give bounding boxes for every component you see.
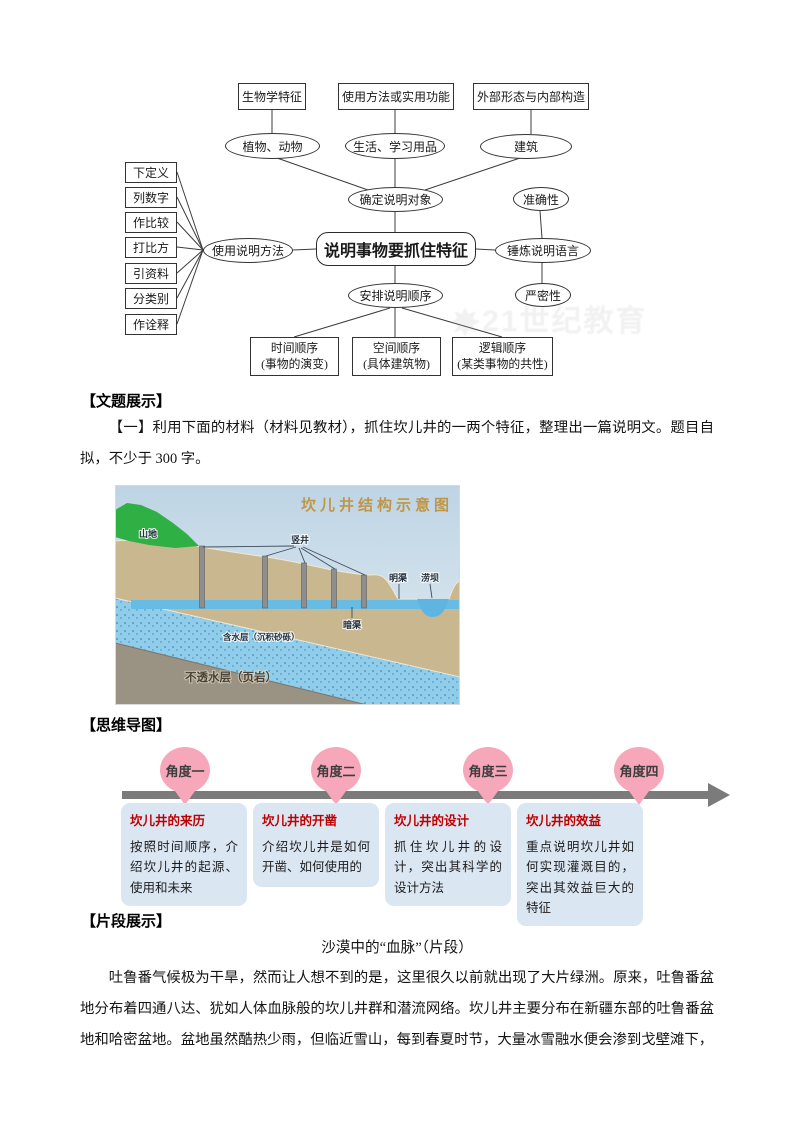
node-form-structure: 外部形态与内部构造	[473, 83, 589, 110]
node-plants-animals: 植物、动物	[225, 133, 320, 159]
node-arrange-order: 安排说明顺序	[348, 283, 443, 308]
karez-label-wells: 竖井	[291, 534, 309, 545]
karez-mountain	[115, 503, 199, 548]
pin-angle-4: 角度四	[614, 747, 664, 793]
karez-label-reservoir: 涝坝	[421, 572, 439, 583]
space-order-line1: 空间顺序	[372, 341, 421, 356]
karez-label-mountain: 山地	[139, 528, 157, 539]
karez-wells	[199, 545, 367, 609]
node-use-methods: 使用说明方法	[203, 238, 293, 263]
card-origin: 坎儿井的来历 按照时间顺序，介绍坎儿井的起源、使用和未来	[121, 803, 247, 906]
node-method-metaphor: 打比方	[125, 237, 177, 258]
concept-map-figure: ✸21世纪教育 生物学特征 使用方法或实用功能 外部形态与内部构造 植物、动物 …	[110, 70, 655, 385]
time-order-line2: (事物的演变)	[261, 356, 328, 371]
watermark-text: 21世纪教育	[482, 305, 648, 338]
card-origin-body: 按照时间顺序，介绍坎儿井的起源、使用和未来	[130, 840, 238, 895]
card-design-body: 抓住坎儿井的设计，突出其科学的设计方法	[394, 840, 502, 895]
time-order-line1: 时间顺序	[270, 341, 319, 356]
node-method-compare: 作比较	[125, 212, 177, 233]
card-benefit-body: 重点说明坎儿井如何实现灌溉目的，突出其效益巨大的特征	[526, 840, 634, 915]
fragment-title: 沙漠中的“血脉”（片段）	[321, 940, 473, 956]
timeline-bar	[122, 791, 710, 799]
card-benefit: 坎儿井的效益 重点说明坎儿井如何实现灌溉目的，突出其效益巨大的特征	[517, 803, 643, 926]
prompt-paragraph: 【一】利用下面的材料（材料见教材），抓住坎儿井的一两个特征，整理出一篇说明文。题…	[80, 420, 714, 467]
node-method-classify: 分类别	[125, 288, 177, 309]
node-buildings: 建筑	[480, 134, 572, 159]
card-benefit-title: 坎儿井的效益	[526, 814, 602, 828]
karez-impermeable-layer	[115, 642, 368, 705]
card-digging: 坎儿井的开凿 介绍坎儿井是如何开凿、如何使用的	[253, 803, 379, 887]
karez-figure-border	[115, 485, 460, 705]
karez-channel	[131, 600, 460, 609]
concept-map-connectors	[176, 110, 543, 338]
node-method-define: 下定义	[125, 162, 177, 183]
node-space-order: 空间顺序 (具体建筑物)	[352, 337, 441, 376]
pin-angle-1: 角度一	[160, 747, 210, 793]
node-logic-order: 逻辑顺序 (某类事物的共性)	[452, 337, 553, 376]
karez-label-impermeable: 不透水层（页岩）	[185, 670, 277, 684]
pin-angle-2: 角度二	[311, 747, 361, 793]
node-determine-object: 确定说明对象	[348, 187, 443, 212]
site-watermark: ✸21世纪教育	[450, 296, 660, 344]
card-design: 坎儿井的设计 抓住坎儿井的设计，突出其科学的设计方法	[385, 803, 511, 906]
pin-angle-3: 角度三	[463, 747, 513, 793]
karez-figure-title: 坎儿井结构示意图	[301, 496, 453, 514]
space-order-line2: (具体建筑物)	[363, 356, 430, 371]
timeline-arrowhead-icon	[708, 783, 730, 807]
node-usage-function: 使用方法或实用功能	[338, 83, 454, 110]
node-method-numbers: 列数字	[125, 187, 177, 208]
prompt-section-header: 【文题展示】	[81, 393, 172, 410]
karez-label-underground-channel: 暗渠	[343, 619, 362, 630]
node-biological-features: 生物学特征	[238, 83, 306, 110]
card-design-title: 坎儿井的设计	[394, 814, 470, 828]
node-accuracy: 准确性	[513, 187, 569, 211]
watermark-star-icon: ✸	[450, 302, 483, 343]
karez-leader-lines	[202, 545, 433, 618]
node-method-quote: 引资料	[125, 263, 177, 284]
node-refine-language: 锤炼说明语言	[495, 238, 591, 263]
card-digging-body: 介绍坎儿井是如何开凿、如何使用的	[262, 840, 370, 875]
node-method-interpret: 作诠释	[125, 314, 177, 335]
card-digging-title: 坎儿井的开凿	[262, 814, 338, 828]
node-central-topic: 说明事物要抓住特征	[316, 232, 476, 266]
fragment-paragraph: 吐鲁番气候极为干旱，然而让人想不到的是，这里很久以前就出现了大片绿洲。原来，吐鲁…	[80, 970, 714, 1048]
node-time-order: 时间顺序 (事物的演变)	[250, 337, 339, 376]
mindmap-figure: 角度一 角度二 角度三 角度四 坎儿井的来历 按照时间顺序，介绍坎儿井的起源、使…	[80, 738, 735, 926]
node-daily-items: 生活、学习用品	[345, 133, 445, 159]
karez-label-aquifer: 含水层（沉积砂砾）	[222, 632, 300, 642]
karez-structure-figure: 山地 竖井 明渠 涝坝 暗渠 含水层（沉积砂砾） 不透水层（页岩） 坎儿井结构示…	[115, 485, 460, 705]
node-rigor: 严密性	[515, 283, 571, 307]
logic-order-line2: (某类事物的共性)	[457, 356, 548, 371]
karez-aquifer-layer	[115, 597, 460, 705]
fragment-section-header: 【片段展示】	[81, 913, 172, 930]
card-origin-title: 坎儿井的来历	[130, 814, 206, 828]
karez-reservoir-pond	[417, 599, 449, 617]
logic-order-line1: 逻辑顺序	[478, 341, 527, 356]
mindmap-section-header: 【思维导图】	[81, 717, 172, 734]
karez-label-open-channel: 明渠	[389, 572, 408, 583]
